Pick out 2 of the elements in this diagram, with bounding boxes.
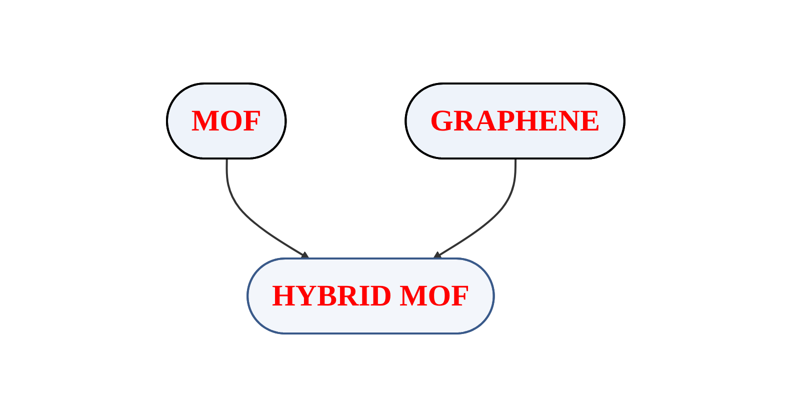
arrow — [432, 158, 516, 260]
arrow — [226, 159, 310, 260]
